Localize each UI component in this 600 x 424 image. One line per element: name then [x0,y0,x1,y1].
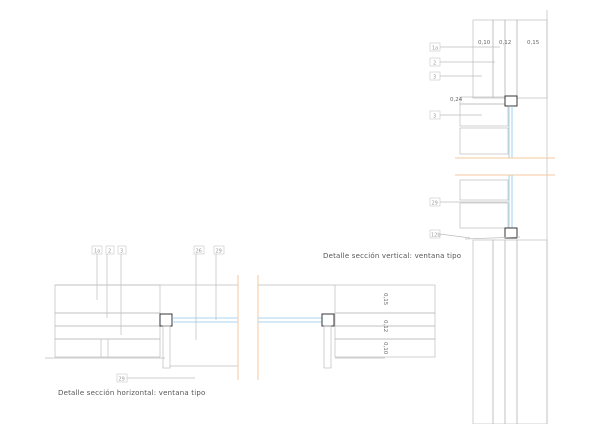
dim-label: 0,10 [478,40,491,46]
callout: 12b [429,229,471,239]
cladding-upper [516,19,548,99]
callout: 1a [429,42,500,52]
svg-text:12b: 12b [431,233,441,239]
caption-vertical: Detalle sección vertical: ventana tipo [323,252,461,260]
svg-text:1a: 1a [94,249,100,255]
callout: 26 [193,245,205,340]
callout: 29 [213,245,225,320]
callout: 2 [429,57,495,67]
sill-block-1 [459,179,509,201]
vertical-section: 0,10 0,12 0,15 0,24 1a 2 3 3 29 12b Deta… [323,10,555,424]
sill-block-2 [459,202,509,229]
window-frame-sill [504,227,518,239]
dim-label: 0,12 [499,40,511,46]
cladding-left [54,284,161,314]
dim-label: 0,10 [382,342,388,355]
window-frame-left [159,313,173,327]
svg-text:2: 2 [108,249,111,255]
svg-text:29: 29 [216,249,222,255]
sill-flashing [464,236,521,240]
brick-left [54,338,161,358]
svg-text:2: 2 [433,61,436,67]
lintel-block-2 [459,127,509,155]
brick-right [334,338,436,358]
horizontal-section: 0,15 0,12 0,10 1a 2 3 26 29 29 Detalle s… [45,245,436,397]
insulation-upper-b [504,19,518,99]
svg-text:3: 3 [433,114,436,120]
brick-layer-lower [472,239,494,424]
svg-text:29: 29 [432,201,438,207]
insulation-upper-a [492,19,506,99]
callout: 2 [105,245,115,318]
dim-label: 0,24 [450,97,463,103]
callout: 29 [429,197,508,207]
svg-text:26: 26 [196,249,202,255]
cladding-lower [516,239,548,424]
dim-label: 0,15 [527,40,540,46]
callout: 3 [117,245,127,335]
window-frame-head [504,95,518,107]
callout: 3 [429,71,482,81]
insulation-left-b [54,325,161,340]
dim-label: 0,15 [382,293,388,306]
svg-text:1a: 1a [432,46,438,52]
svg-text:3: 3 [433,75,436,81]
callout: 1a [91,245,103,300]
callout: 3 [429,110,482,120]
dim-label: 0,12 [382,320,388,332]
callout: 29 [116,373,195,383]
brick-layer-upper [472,19,494,99]
jamb-post-left [162,325,171,369]
window-frame-right [321,313,335,327]
caption-horizontal: Detalle sección horizontal: ventana tipo [58,389,205,397]
jamb-post-right [323,325,332,369]
svg-text:29: 29 [119,377,125,383]
svg-text:3: 3 [120,249,123,255]
insulation-left-a [54,312,161,327]
